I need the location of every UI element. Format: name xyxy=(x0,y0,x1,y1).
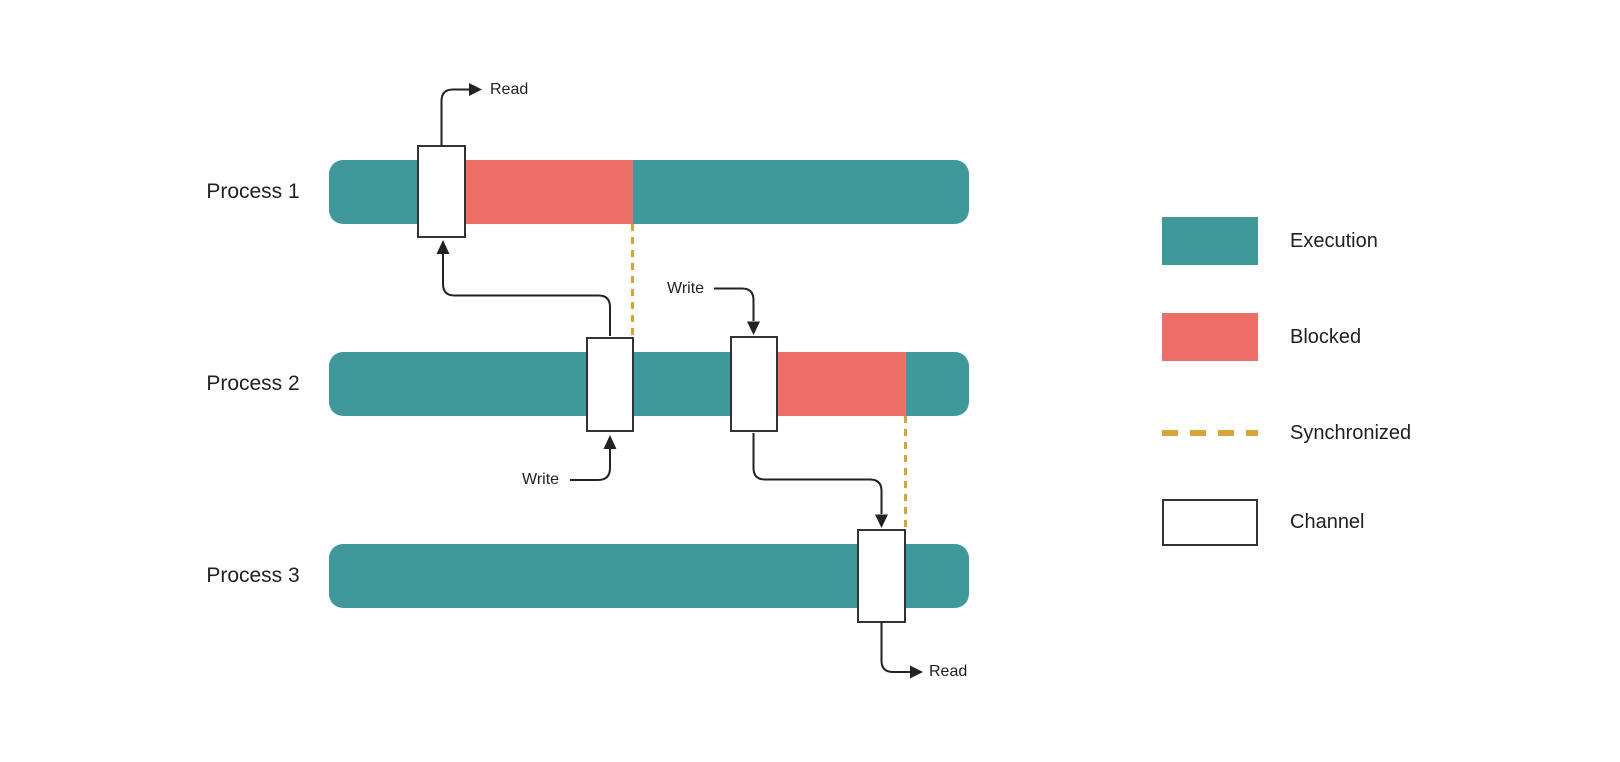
legend-label-channel: Channel xyxy=(1290,510,1365,533)
legend-item-synchronized: Synchronized xyxy=(1162,409,1411,457)
legend-label-blocked: Blocked xyxy=(1290,325,1362,348)
execution-swatch xyxy=(1162,217,1258,265)
write-bottom-connector-line xyxy=(570,449,611,481)
legend-item-blocked: Blocked xyxy=(1162,313,1361,361)
blocked-swatch xyxy=(1162,313,1258,361)
p2-to-p3-connector-line xyxy=(752,433,883,514)
process-2-label: Process 2 xyxy=(206,372,300,395)
p2-to-p1-connector-line xyxy=(442,254,611,336)
write-top-arrowhead-icon xyxy=(747,321,760,335)
p1-read-arrow-line xyxy=(440,88,469,146)
channel-box-p2-left xyxy=(586,337,634,432)
channel-box-p1 xyxy=(417,145,466,238)
p3-read-arrow-line xyxy=(880,622,910,673)
process-3-label: Process 3 xyxy=(206,564,300,587)
legend-item-channel: Channel xyxy=(1162,498,1365,546)
legend-label-synchronized: Synchronized xyxy=(1290,421,1412,444)
synchronized-line-1 xyxy=(631,224,634,337)
p2-write-bottom-label: Write xyxy=(522,471,560,488)
synchronized-dash-icon xyxy=(1162,430,1258,436)
channel-swatch xyxy=(1162,498,1258,546)
process-2-bar xyxy=(329,352,969,416)
channel-box-p2-right xyxy=(730,336,778,432)
synchronized-line-2 xyxy=(904,416,907,529)
p1-read-label: Read xyxy=(490,81,529,98)
process-1-blocked-segment xyxy=(466,160,633,224)
p3-read-arrowhead-icon xyxy=(910,665,923,679)
process-2-blocked-segment xyxy=(777,352,906,416)
p2-to-p1-arrowhead-icon xyxy=(436,240,450,254)
p2-to-p3-arrowhead-icon xyxy=(875,514,888,528)
write-bottom-arrowhead-icon xyxy=(603,435,617,449)
p2-write-top-label: Write xyxy=(667,280,705,297)
legend-item-execution: Execution xyxy=(1162,217,1378,265)
legend: Execution Blocked Synchronized Channel xyxy=(1162,0,1582,762)
process-1-label: Process 1 xyxy=(206,180,300,203)
channel-box-p3 xyxy=(857,529,906,623)
p3-read-label: Read xyxy=(929,663,968,680)
legend-label-execution: Execution xyxy=(1290,229,1378,252)
p1-read-arrowhead-icon xyxy=(469,83,482,96)
synchronized-swatch xyxy=(1162,409,1258,457)
write-top-connector-line xyxy=(714,287,755,321)
